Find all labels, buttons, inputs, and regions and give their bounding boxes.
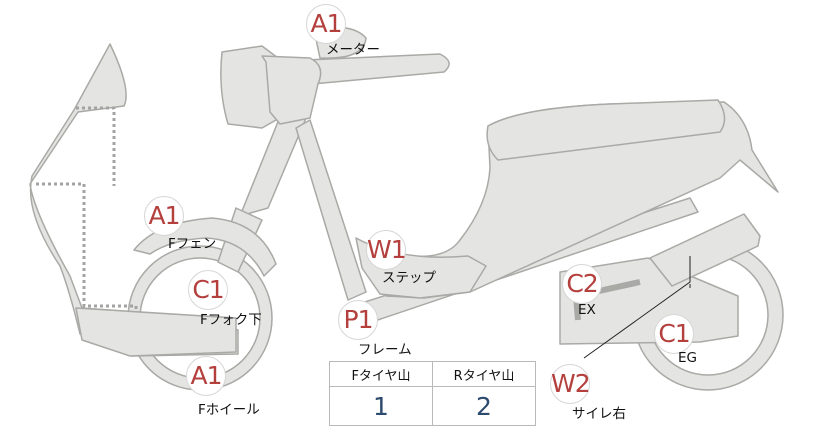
marker-code-frame[interactable]: P1 xyxy=(338,300,378,340)
marker-label-exhaust: EX xyxy=(578,302,596,318)
marker-label-front-fork: Fフォク下 xyxy=(200,312,262,328)
marker-code-muffler-right[interactable]: W2 xyxy=(550,364,591,404)
tread-value-front: 1 xyxy=(329,386,433,426)
marker-label-front-fender: Fフェン xyxy=(168,236,217,252)
marker-code-front-wheel[interactable]: A1 xyxy=(186,356,226,396)
tread-value-rear: 2 xyxy=(432,386,536,426)
handle-cover xyxy=(261,55,322,125)
marker-label-meter: メーター xyxy=(326,42,380,58)
tire-tread-table: Fタイヤ山 Rタイヤ山 1 2 xyxy=(329,361,536,426)
main-frame xyxy=(295,119,367,301)
marker-code-front-fork[interactable]: C1 xyxy=(188,270,228,310)
marker-label-muffler-right: サイレ右 xyxy=(572,406,626,422)
air-cleaner xyxy=(649,213,761,287)
marker-code-meter[interactable]: A1 xyxy=(306,4,346,44)
panel-line-middle xyxy=(36,182,138,312)
marker-label-engine: EG xyxy=(678,350,697,366)
seat xyxy=(486,99,726,161)
panel-line-upper xyxy=(76,106,116,186)
marker-label-front-wheel: Fホイール xyxy=(198,402,260,418)
marker-code-front-fender[interactable]: A1 xyxy=(144,196,184,236)
marker-label-step: ステップ xyxy=(382,270,436,286)
marker-code-step[interactable]: W1 xyxy=(366,230,407,270)
marker-code-exhaust[interactable]: C2 xyxy=(562,264,602,304)
handlebar xyxy=(305,53,450,85)
tread-header-rear: Rタイヤ山 xyxy=(432,361,536,387)
marker-code-engine[interactable]: C1 xyxy=(654,314,694,354)
floor-cover xyxy=(75,307,237,357)
tread-header-front: Fタイヤ山 xyxy=(329,361,433,387)
marker-label-frame: フレーム xyxy=(358,342,412,358)
